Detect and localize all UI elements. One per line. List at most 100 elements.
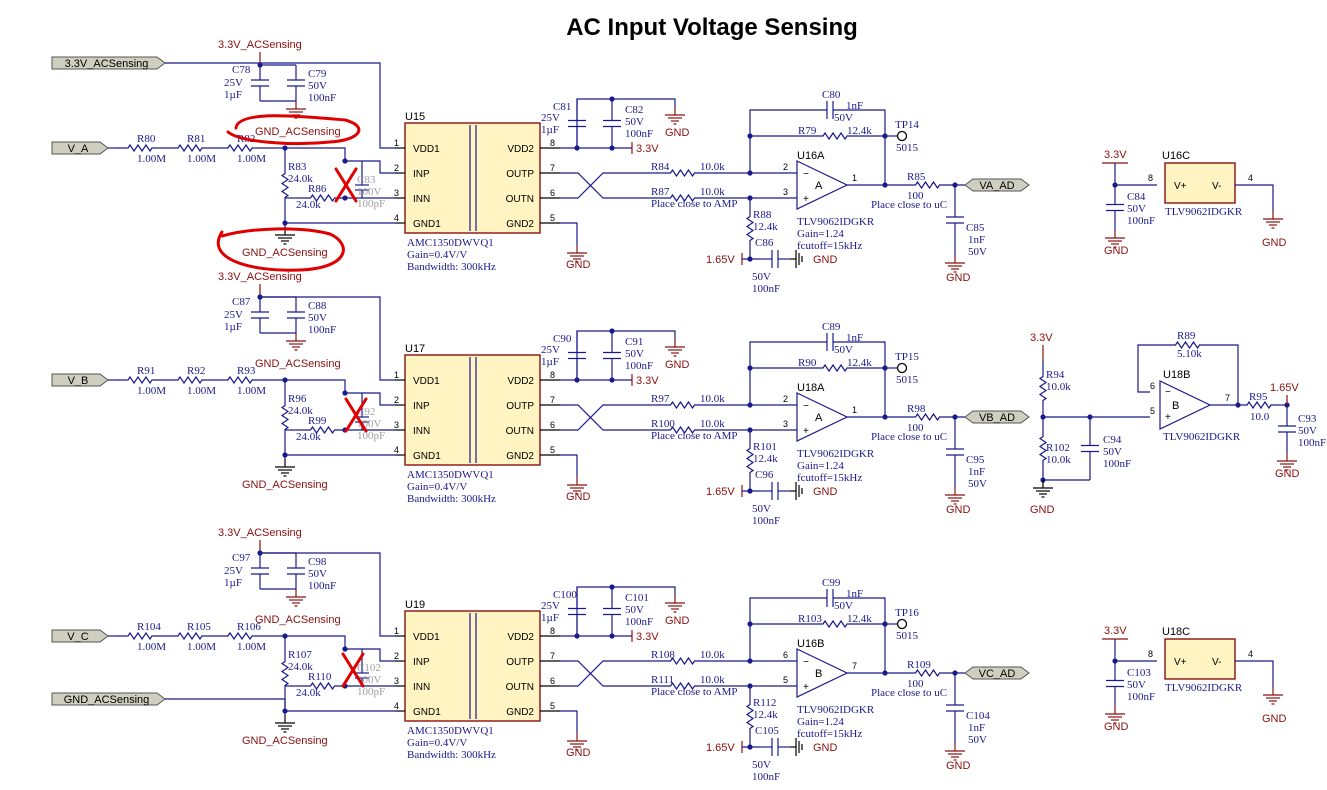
cap-ref (760, 482, 790, 500)
resistor-input-2-value: 1.00M (187, 385, 216, 397)
opamp-ref: U18A (797, 382, 825, 394)
ic-pin-num-right-0: 8 (550, 370, 555, 380)
ref-opamp-pin-plus: 5 (1150, 406, 1155, 416)
net-label-3v3-power: 3.3V (1104, 625, 1127, 637)
ground-gnd2 (567, 733, 587, 751)
junction-dot (609, 584, 615, 590)
ic-gain-note: Gain=0.4V/V (407, 481, 467, 493)
opamp-power-unit-2: 3.3VGNDC10350V100nF8U18CTLV9062IDGKRV+V-… (1102, 625, 1287, 733)
opamp-gain-note: Gain=1.24 (797, 460, 844, 472)
sensing-stages: 3.3V_ACSensing3.3V_ACSensingC7825V1µFC79… (51, 39, 1030, 783)
cap-feedback-voltage: 50V (834, 344, 853, 356)
ic-body (404, 610, 541, 722)
net-label-3v3-out: 3.3V (636, 143, 659, 155)
port-output-1-shape (964, 178, 1030, 192)
ground-output (945, 487, 965, 505)
resistor-feedback-ref: R103 (798, 613, 822, 625)
wire (665, 330, 676, 339)
note-place-uc: Place close to uC (871, 687, 947, 699)
ground-output (945, 743, 965, 761)
wire (560, 660, 660, 687)
testpoint-value: 5015 (896, 142, 919, 154)
cap-ref-value: 100nF (752, 771, 780, 783)
resistor-input-2-ref: R92 (187, 365, 205, 377)
resistor-feedback (810, 363, 860, 373)
opamp-unit: A (815, 180, 823, 192)
power-unit-body (1164, 162, 1236, 204)
resistor-input-1 (115, 631, 165, 641)
resistor-ref-output-value: 10.0 (1250, 411, 1270, 423)
net-label-gnd-output: GND (946, 504, 971, 516)
ic-pin-left-1: INP (413, 657, 430, 668)
ref-opamp-plus-sign: + (1165, 412, 1171, 423)
ic-pin-num-right-1: 7 (550, 395, 555, 405)
cap-ref-output-voltage: 50V (1298, 425, 1317, 437)
resistor-input-2-ref: R105 (187, 621, 211, 633)
cap-filter-value: 100pF (357, 198, 385, 210)
cap-output (946, 417, 964, 487)
ic-pin-num-right-2: 6 (550, 676, 555, 686)
cap-supply-2-ref: C98 (308, 556, 327, 568)
cap-out-2-voltage: 50V (625, 348, 644, 360)
resistor-input-1-value: 1.00M (137, 641, 166, 653)
resistor-ground-ref-ref: R88 (753, 209, 772, 221)
ic-ref: U15 (405, 111, 425, 123)
ic-pin-left-2: INN (413, 682, 430, 693)
port-gnd-acsensing-shape (51, 692, 166, 706)
opamp-unit: B (815, 668, 822, 680)
junction-dot (747, 744, 753, 750)
resistor-ref-bottom-value: 10.0k (1046, 454, 1071, 466)
net-label-supply: 3.3V_ACSensing (218, 271, 302, 283)
resistor-output-value: 100 (907, 678, 924, 690)
wire (1137, 344, 1160, 393)
resistor-input-1 (115, 375, 165, 385)
cap-feedback-value: 1nF (846, 588, 863, 600)
resistor-plus-value: 10.0k (700, 186, 725, 198)
cap-output-ref: C85 (966, 222, 985, 234)
ic-pin-num-left-0: 1 (394, 626, 399, 636)
ic-pin-right-1: OUTP (506, 401, 534, 412)
note-place-amp: Place close to AMP (651, 198, 737, 210)
port-va: V_A (51, 141, 109, 155)
resistor-plus (660, 193, 705, 203)
resistor-input-2-ref: R81 (187, 133, 205, 145)
net-label-gnd-iso-bottom: GND_ACSensing (242, 479, 328, 491)
testpoint-circle (896, 362, 908, 374)
cap-output-ref: C95 (966, 454, 985, 466)
cap-filter-ref: C83 (357, 174, 376, 186)
ground-gnd2 (567, 245, 587, 263)
resistor-minus (660, 656, 705, 666)
cap-power-ref: C84 (1127, 191, 1146, 203)
cap-power-ref: C103 (1127, 667, 1151, 679)
resistor-ground-ref (745, 686, 755, 747)
ic-pin-num-right-2: 6 (550, 188, 555, 198)
wire (850, 597, 886, 673)
port-3v3-acsensing-shape (51, 56, 166, 70)
opamp-triangle (796, 648, 849, 698)
stage-2: 3.3V_ACSensingC8725V1µFC8850V100nFGND_AC… (51, 271, 1030, 527)
ic-pin-right-1: OUTP (506, 657, 534, 668)
cap-supply-2 (287, 65, 305, 101)
cap-out-2-ref: C101 (625, 592, 649, 604)
wire (560, 404, 660, 431)
ic-part: AMC1350DWVQ1 (407, 725, 494, 737)
opamp-part: TLV9062IDGKR (797, 216, 875, 228)
power-pin-8: 8 (1148, 173, 1153, 183)
ground-gnd1 (275, 715, 295, 733)
testpoint-value: 5015 (896, 374, 919, 386)
cap-out-1 (568, 587, 586, 636)
net-label-gnd-iso-bottom: GND_ACSensing (242, 735, 328, 747)
cap-supply-1-ref: C87 (232, 296, 251, 308)
ground-cap-power (1105, 230, 1125, 248)
resistor-input-3-value: 1.00M (237, 641, 266, 653)
wire (749, 109, 810, 173)
annotation-circle-bottom (216, 227, 345, 272)
ic-pin-num-right-3: 5 (550, 701, 555, 711)
resistor-shunt-value: 24.0k (288, 173, 313, 185)
net-label-gnd-output: GND (946, 272, 971, 284)
junction-dot (609, 633, 615, 639)
ground-cap-ref (790, 482, 803, 500)
port-output-1-label: VA_AD (979, 180, 1014, 192)
ref-opamp-pin-out: 7 (1225, 393, 1230, 403)
opamp-pin-out: 1 (852, 405, 857, 415)
